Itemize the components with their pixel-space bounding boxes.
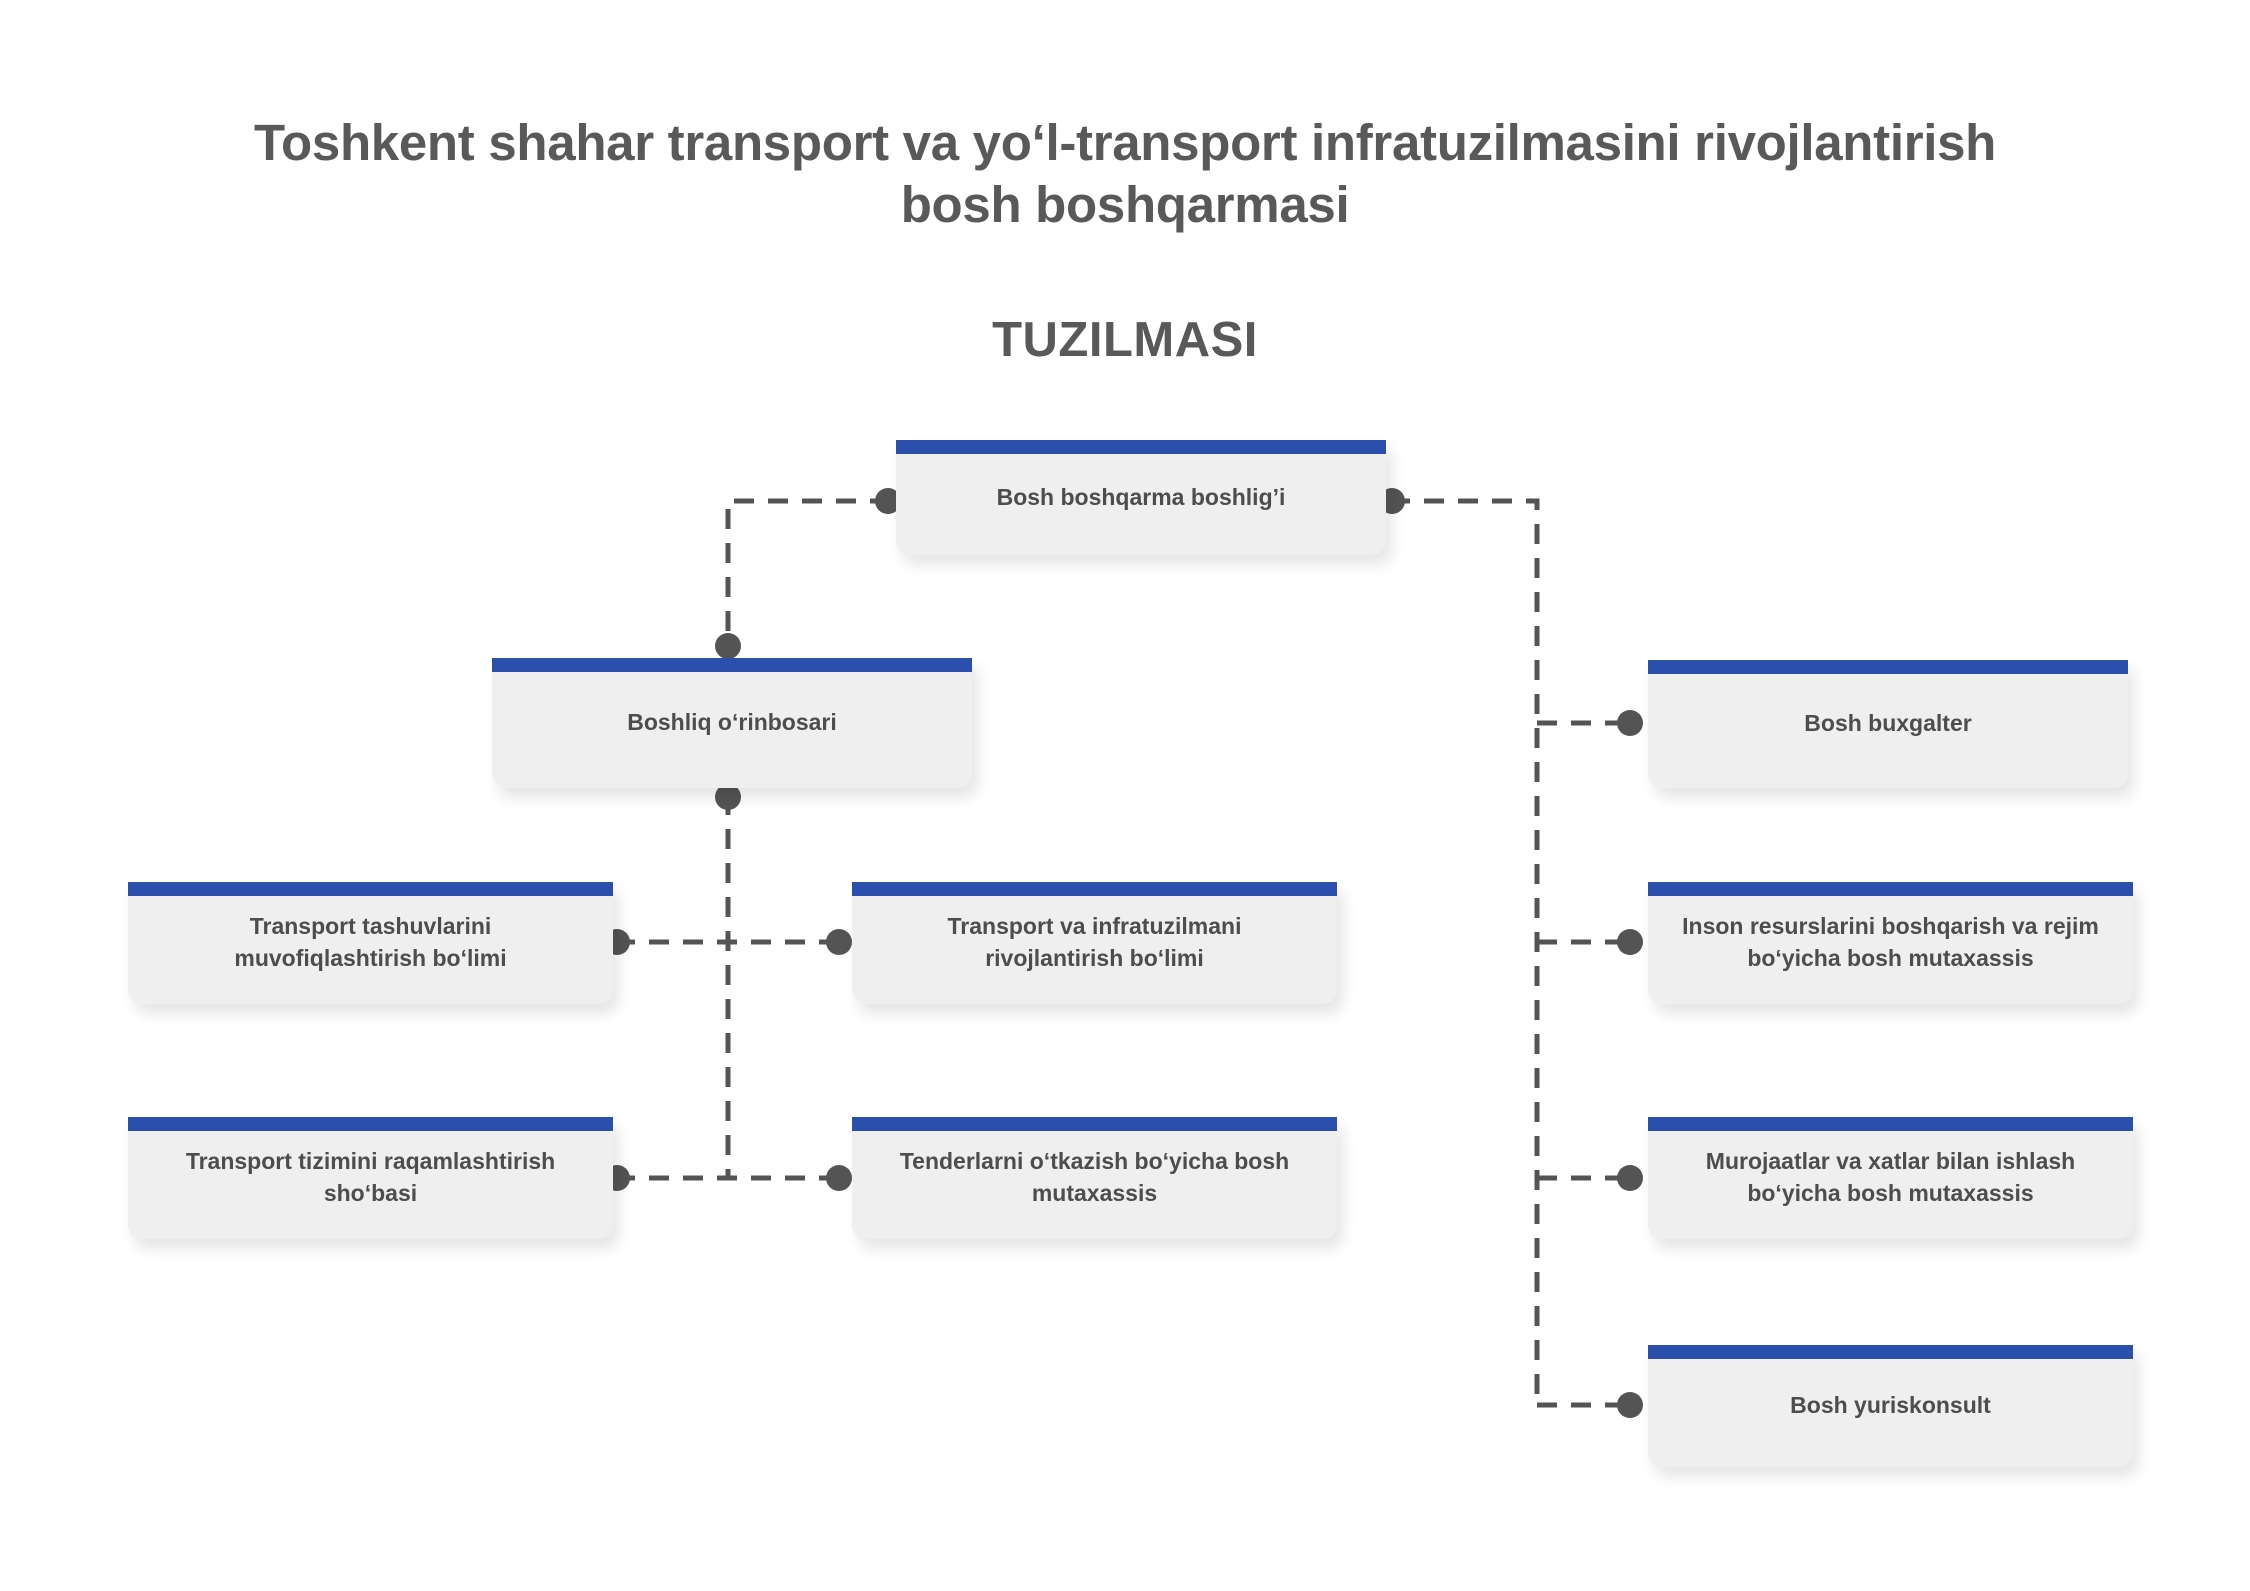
edge-root-deputy <box>725 498 890 648</box>
node-label: Transport va infratuzilmani rivojlantiri… <box>947 913 1242 971</box>
accent-bar-icon <box>1648 882 2133 896</box>
node-label: Boshliq o‘rinbosari <box>627 709 837 736</box>
node-inson-resurslarini-boshqarish[interactable]: Inson resurslarini boshqarish va rejim b… <box>1648 882 2133 1004</box>
node-label: Bosh boshqarma boshlig’i <box>996 483 1286 510</box>
dot-appeals <box>1617 1165 1643 1191</box>
accent-bar-icon <box>852 882 1337 896</box>
dot-deputy-top <box>715 633 741 659</box>
node-tenderlarni-otkazish[interactable]: Tenderlarni o‘tkazish bo‘yicha bosh muta… <box>852 1117 1337 1239</box>
dot-legal <box>1617 1392 1643 1418</box>
node-label: Murojaatlar va xatlar bilan ishlash bo‘y… <box>1705 1148 2076 1206</box>
node-label: Bosh buxgalter <box>1804 710 1972 737</box>
accent-bar-icon <box>128 1117 613 1131</box>
node-transport-tizimini-raqamlashtirish[interactable]: Transport tizimini raqamlashtirish sho‘b… <box>128 1117 613 1239</box>
accent-bar-icon <box>492 658 972 672</box>
title-block: Toshkent shahar transport va yo‘l-transp… <box>0 112 2250 236</box>
page-subtitle: TUZILMASI <box>992 313 1258 367</box>
dot-hr-regime <box>1617 929 1643 955</box>
accent-bar-icon <box>852 1117 1337 1131</box>
node-transport-tashuvlarini-muvofiqlashtirish[interactable]: Transport tashuvlarini muvofiqlashtirish… <box>128 882 613 1004</box>
edge-root-right-spine <box>1390 498 1540 1405</box>
node-murojaatlar-va-xatlar[interactable]: Murojaatlar va xatlar bilan ishlash bo‘y… <box>1648 1117 2133 1239</box>
accent-bar-icon <box>1648 1117 2133 1131</box>
accent-bar-icon <box>1648 1345 2133 1359</box>
node-label: Transport tashuvlarini muvofiqlashtirish… <box>234 913 507 971</box>
node-label: Tenderlarni o‘tkazish bo‘yicha bosh muta… <box>899 1148 1290 1206</box>
node-label: Transport tizimini raqamlashtirish sho‘b… <box>185 1148 556 1206</box>
node-bosh-buxgalter[interactable]: Bosh buxgalter <box>1648 660 2128 788</box>
accent-bar-icon <box>128 882 613 896</box>
node-boshliq-orinbosari[interactable]: Boshliq o‘rinbosari <box>492 658 972 788</box>
node-transport-va-infratuzilmani-rivojlantirish[interactable]: Transport va infratuzilmani rivojlantiri… <box>852 882 1337 1004</box>
dot-tenders <box>826 1165 852 1191</box>
accent-bar-icon <box>1648 660 2128 674</box>
dot-transport-infrastructure <box>826 929 852 955</box>
page-title: Toshkent shahar transport va yo‘l-transp… <box>253 114 1997 234</box>
node-label: Inson resurslarini boshqarish va rejim b… <box>1682 913 2099 971</box>
node-bosh-boshqarma-boshligi[interactable]: Bosh boshqarma boshlig’i <box>896 440 1386 555</box>
node-label: Bosh yuriskonsult <box>1790 1392 1991 1419</box>
accent-bar-icon <box>896 440 1386 454</box>
node-bosh-yuriskonsult[interactable]: Bosh yuriskonsult <box>1648 1345 2133 1467</box>
dot-chief-accountant <box>1617 710 1643 736</box>
